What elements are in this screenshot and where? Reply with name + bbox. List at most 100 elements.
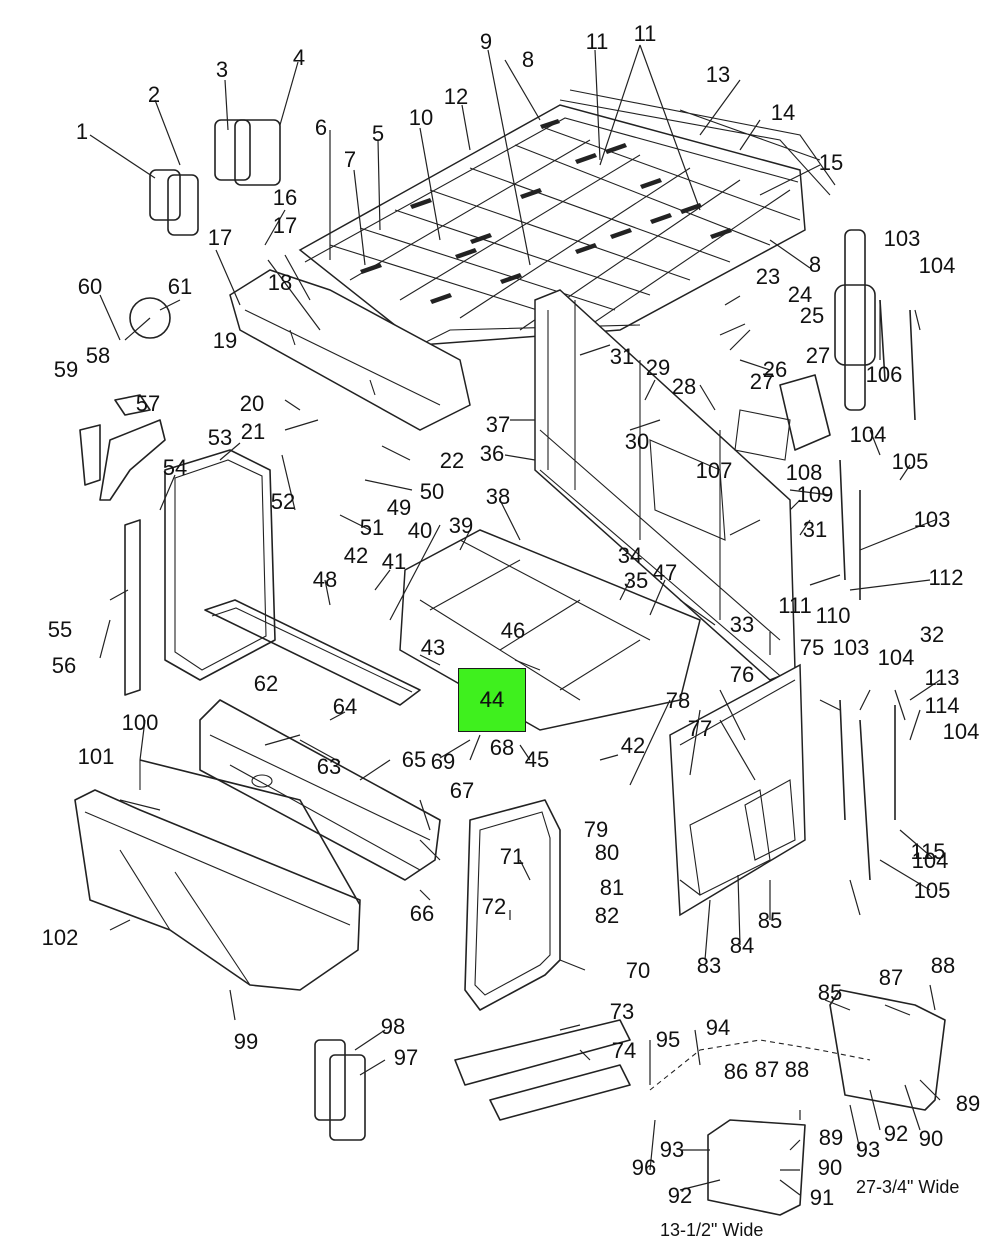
callout-61[interactable]: 61 (167, 274, 193, 299)
callout-67[interactable]: 67 (449, 778, 475, 803)
callout-81[interactable]: 81 (599, 875, 625, 900)
callout-32[interactable]: 32 (919, 622, 945, 647)
callout-72[interactable]: 72 (481, 894, 507, 919)
callout-96[interactable]: 96 (631, 1155, 657, 1180)
callout-20[interactable]: 20 (239, 391, 265, 416)
callout-41[interactable]: 41 (381, 549, 407, 574)
callout-55[interactable]: 55 (47, 617, 73, 642)
callout-93[interactable]: 93 (659, 1137, 685, 1162)
callout-56[interactable]: 56 (51, 653, 77, 678)
callout-98[interactable]: 98 (380, 1014, 406, 1039)
callout-71[interactable]: 71 (499, 844, 525, 869)
callout-83[interactable]: 83 (696, 953, 722, 978)
callout-52[interactable]: 52 (270, 489, 296, 514)
callout-79[interactable]: 79 (583, 817, 609, 842)
callout-78[interactable]: 78 (665, 688, 691, 713)
callout-60[interactable]: 60 (77, 274, 103, 299)
callout-82[interactable]: 82 (594, 903, 620, 928)
callout-26[interactable]: 26 (762, 357, 788, 382)
callout-89[interactable]: 89 (818, 1125, 844, 1150)
callout-58[interactable]: 58 (85, 343, 111, 368)
callout-92[interactable]: 92 (883, 1121, 909, 1146)
callout-104[interactable]: 104 (849, 422, 887, 447)
callout-39[interactable]: 39 (448, 513, 474, 538)
callout-110[interactable]: 110 (815, 603, 851, 628)
callout-27[interactable]: 27 (749, 369, 775, 394)
callout-95[interactable]: 95 (655, 1027, 681, 1052)
callout-80[interactable]: 80 (594, 840, 620, 865)
callout-112[interactable]: 112 (928, 565, 964, 590)
callout-53[interactable]: 53 (207, 425, 233, 450)
callout-49[interactable]: 49 (386, 495, 412, 520)
callout-13[interactable]: 13 (705, 62, 731, 87)
callout-34[interactable]: 34 (617, 543, 643, 568)
callout-104[interactable]: 104 (911, 848, 949, 873)
callout-15[interactable]: 15 (818, 150, 844, 175)
callout-88[interactable]: 88 (930, 953, 956, 978)
callout-66[interactable]: 66 (409, 901, 435, 926)
callout-108[interactable]: 108 (785, 460, 823, 485)
callout-12[interactable]: 12 (443, 84, 469, 109)
callout-25[interactable]: 25 (799, 303, 825, 328)
callout-38[interactable]: 38 (485, 484, 511, 509)
callout-87[interactable]: 87 (754, 1057, 780, 1082)
callout-104[interactable]: 104 (877, 645, 915, 670)
callout-74[interactable]: 74 (611, 1038, 637, 1063)
callout-73[interactable]: 73 (609, 999, 635, 1024)
callout-2[interactable]: 2 (147, 82, 161, 107)
callout-44[interactable]: 44 (479, 687, 505, 712)
callout-43[interactable]: 43 (420, 635, 446, 660)
callout-30[interactable]: 30 (624, 429, 650, 454)
callout-9[interactable]: 9 (479, 29, 493, 54)
callout-70[interactable]: 70 (625, 958, 651, 983)
callout-90[interactable]: 90 (918, 1126, 944, 1151)
callout-94[interactable]: 94 (705, 1015, 731, 1040)
callout-18[interactable]: 18 (267, 270, 293, 295)
callout-90[interactable]: 90 (817, 1155, 843, 1180)
callout-8[interactable]: 8 (521, 47, 535, 72)
callout-40[interactable]: 40 (407, 518, 433, 543)
callout-19[interactable]: 19 (212, 328, 238, 353)
callout-97[interactable]: 97 (393, 1045, 419, 1070)
callout-42[interactable]: 42 (620, 733, 646, 758)
callout-48[interactable]: 48 (312, 567, 338, 592)
callout-17[interactable]: 17 (272, 213, 298, 238)
callout-5[interactable]: 5 (371, 121, 385, 146)
callout-45[interactable]: 45 (524, 747, 550, 772)
callout-21[interactable]: 21 (240, 419, 266, 444)
callout-8[interactable]: 8 (808, 252, 822, 277)
callout-105[interactable]: 105 (891, 449, 929, 474)
callout-104[interactable]: 104 (942, 719, 980, 744)
callout-69[interactable]: 69 (430, 749, 456, 774)
callout-11[interactable]: 11 (633, 21, 657, 46)
callout-4[interactable]: 4 (292, 45, 306, 70)
callout-106[interactable]: 106 (865, 362, 903, 387)
callout-6[interactable]: 6 (314, 115, 328, 140)
callout-103[interactable]: 103 (883, 226, 921, 251)
highlighted-part-44[interactable]: 44 (458, 668, 526, 732)
callout-109[interactable]: 109 (796, 482, 834, 507)
callout-91[interactable]: 91 (809, 1185, 835, 1210)
callout-77[interactable]: 77 (687, 716, 713, 741)
callout-16[interactable]: 16 (272, 185, 298, 210)
callout-37[interactable]: 37 (485, 412, 511, 437)
callout-29[interactable]: 29 (645, 355, 671, 380)
callout-89[interactable]: 89 (955, 1091, 981, 1116)
callout-54[interactable]: 54 (162, 455, 188, 480)
callout-62[interactable]: 62 (253, 671, 279, 696)
callout-75[interactable]: 75 (799, 635, 825, 660)
callout-10[interactable]: 10 (408, 105, 434, 130)
callout-7[interactable]: 7 (343, 147, 357, 172)
callout-47[interactable]: 47 (652, 560, 678, 585)
callout-1[interactable]: 1 (75, 119, 89, 144)
callout-103[interactable]: 103 (832, 635, 870, 660)
callout-93[interactable]: 93 (855, 1137, 881, 1162)
callout-85[interactable]: 85 (757, 908, 783, 933)
callout-68[interactable]: 68 (489, 735, 515, 760)
callout-11[interactable]: 11 (585, 29, 609, 54)
callout-33[interactable]: 33 (729, 612, 755, 637)
callout-103[interactable]: 103 (913, 507, 951, 532)
callout-35[interactable]: 35 (623, 568, 649, 593)
callout-92[interactable]: 92 (667, 1183, 693, 1208)
callout-57[interactable]: 57 (135, 391, 161, 416)
